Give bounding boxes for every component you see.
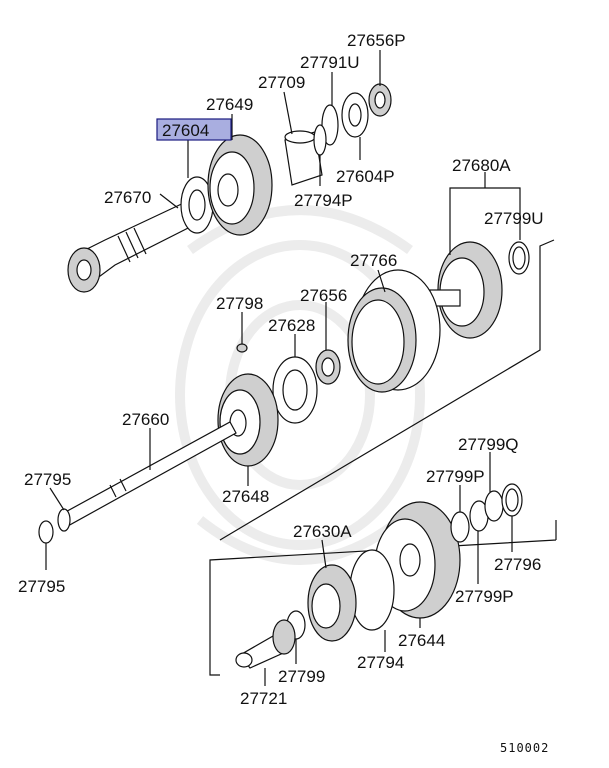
label-27630A: 27630A	[293, 522, 352, 541]
label-27791U: 27791U	[300, 53, 360, 72]
diagram-code: 510002	[500, 741, 549, 755]
label-27604P: 27604P	[336, 167, 395, 186]
label-27795-upper: 27795	[24, 470, 71, 489]
label-27799Q: 27799Q	[458, 435, 519, 454]
label-27649: 27649	[206, 95, 253, 114]
snap-ring-27795-upper	[57, 508, 71, 532]
ring-27799U	[508, 241, 530, 275]
ring-27794	[349, 549, 395, 631]
part-labels: 27656P 27791U 27709 27649 27604 27604P 2…	[18, 31, 549, 755]
label-27644: 27644	[398, 631, 445, 650]
sleeve-27709	[284, 130, 323, 186]
washer-27796	[501, 483, 523, 517]
carrier-27630A	[307, 564, 357, 642]
label-27795-lower: 27795	[18, 577, 65, 596]
bearing-27628	[272, 356, 318, 424]
label-27794: 27794	[357, 653, 404, 672]
label-27799P-upper: 27799P	[426, 467, 485, 486]
label-27660: 27660	[122, 410, 169, 429]
drum-27680A	[429, 241, 503, 339]
label-27709: 27709	[258, 73, 305, 92]
label-27680A: 27680A	[452, 156, 511, 175]
label-27799P-lower: 27799P	[455, 587, 514, 606]
label-27648: 27648	[222, 487, 269, 506]
label-27798: 27798	[216, 294, 263, 313]
shaft-27670	[67, 199, 201, 293]
label-27799U: 27799U	[484, 209, 544, 228]
label-27799: 27799	[278, 667, 325, 686]
housing-27766	[347, 269, 441, 393]
washer-27799Q	[484, 490, 504, 522]
gear-27649	[207, 134, 273, 236]
label-27796: 27796	[494, 555, 541, 574]
label-27628: 27628	[268, 316, 315, 335]
highlight-box-27604	[156, 118, 232, 141]
hub-27721	[235, 619, 296, 669]
label-27656P: 27656P	[347, 31, 406, 50]
ring-27794P	[313, 124, 327, 156]
snap-ring-27795-lower	[38, 520, 54, 544]
nut-27656	[315, 349, 341, 385]
bearing-27604P	[341, 92, 369, 138]
bearing-27604	[180, 176, 214, 234]
drum-27644	[374, 501, 461, 619]
label-27604[interactable]: 27604	[162, 121, 209, 140]
label-27670: 27670	[104, 188, 151, 207]
leader-lines	[45, 50, 521, 686]
nut-27656P	[368, 83, 392, 117]
upper-frame-line	[219, 239, 555, 541]
shaft-27660	[59, 421, 237, 528]
bolt-27798	[236, 325, 248, 353]
label-27766: 27766	[350, 251, 397, 270]
label-27794P: 27794P	[294, 191, 353, 210]
label-27656: 27656	[300, 286, 347, 305]
washer-27799P-upper	[450, 511, 470, 543]
gear-27648	[217, 373, 279, 467]
label-27721: 27721	[240, 689, 287, 708]
